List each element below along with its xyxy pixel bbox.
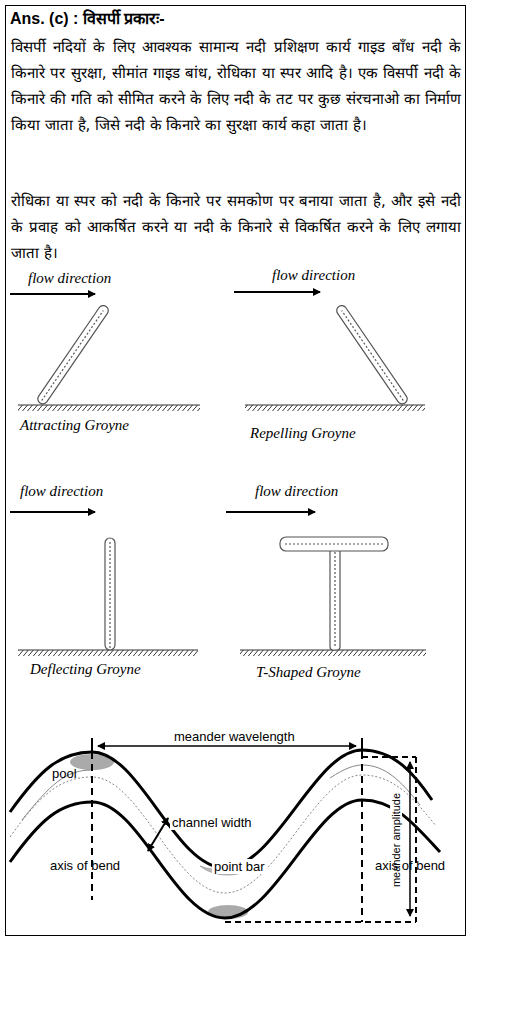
page-border [6,6,466,936]
flow-label: flow direction [255,483,338,500]
feature-label: axis of bend [375,858,445,873]
feature-label: axis of bend [50,858,120,873]
flow-label: flow direction [20,483,103,500]
groyne-label: T-Shaped Groyne [256,664,361,681]
paragraph: विसर्पी नदियों के लिए आवश्यक सामान्य नदी… [11,34,461,138]
meander-channel [10,750,440,919]
flow-label: flow direction [28,270,111,287]
feature-label: pool [52,766,77,781]
flow-arrows [10,292,320,512]
meander-dimensions [92,738,416,922]
groyne-label: Attracting Groyne [20,417,129,434]
dimension-label: meander wavelength [172,729,297,744]
flow-label: flow direction [272,267,355,284]
dimension-label: meander amplitude [390,791,402,889]
river-bank [18,405,426,656]
groyne-structures [36,304,409,650]
groyne-label: Repelling Groyne [250,425,356,442]
dimension-label: channel width [170,815,254,830]
paragraph: रोधिका या स्पर को नदी के किनारे पर समकोण… [11,188,461,266]
feature-label: point bar [212,859,267,874]
groyne-label: Deflecting Groyne [30,661,141,678]
answer-heading: Ans. (c) : विसर्पी प्रकारः- [10,7,165,29]
